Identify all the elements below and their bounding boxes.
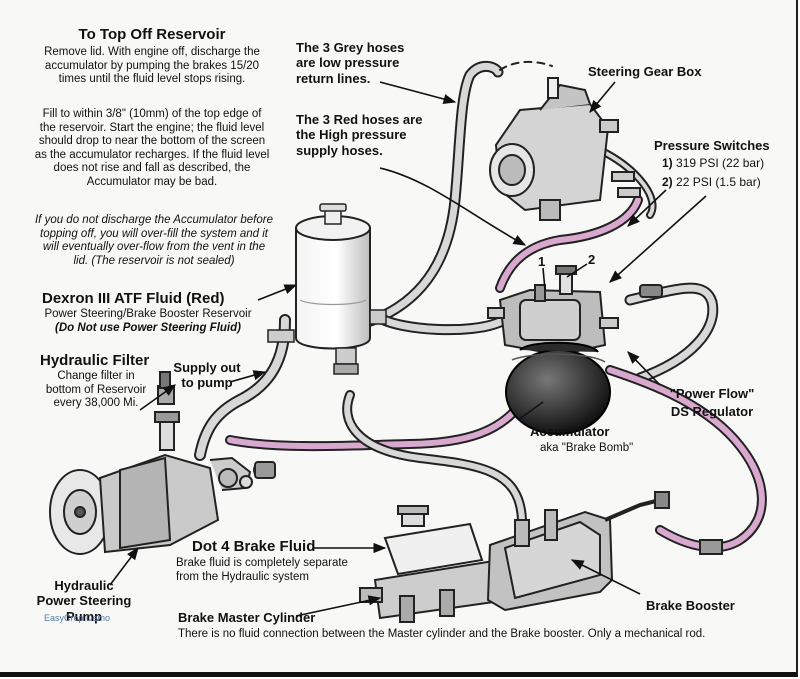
red-hoses-label: The 3 Red hoses are the High pressure su… (296, 112, 423, 158)
ds-regulator-label: DS Regulator (670, 404, 754, 419)
pressure-switch-1: 1) 319 PSI (22 bar) (662, 156, 792, 170)
reservoir-instructions-step2: Fill to within 3/8" (10mm) of the top ed… (34, 108, 270, 188)
red-hose-pump-supply (225, 400, 525, 452)
accumulator-label: Accumulator (530, 424, 610, 439)
hydraulic-pump-label: Hydraulic Power Steering Pump (36, 578, 132, 624)
accumulator-aka-label: aka "Brake Bomb" (540, 442, 634, 454)
callout-leaders (109, 81, 707, 617)
hydraulic-pump-drawing (49, 371, 276, 555)
fluid-type-reservoir-note: Power Steering/Brake Booster Reservoir (44, 308, 252, 320)
brake-fluid-note: Brake fluid is completely separate from … (176, 557, 348, 583)
brake-master-cylinder-label: Brake Master Cylinder (178, 610, 316, 625)
fluid-type-title: Dexron III ATF Fluid (Red) (42, 290, 225, 307)
master-cylinder-note: There is no fluid connection between the… (178, 628, 706, 640)
supply-out-label: Supply out to pump (173, 360, 241, 391)
brake-master-cylinder-drawing (359, 505, 510, 623)
reservoir-warning: If you do not discharge the Accumulator … (34, 214, 274, 267)
hydraulic-filter-note: Change filter in bottom of Reservoir eve… (45, 370, 147, 410)
pressure-switch-2-value: 22 PSI (1.5 bar) (676, 175, 761, 189)
watermark: EasyCrop Demo (44, 613, 111, 623)
steering-gear-box-label: Steering Gear Box (588, 64, 702, 79)
pressure-switch-1-number: 1) (662, 156, 673, 170)
pressure-switches-title: Pressure Switches (654, 138, 770, 153)
switch-marker-2: 2 (588, 252, 596, 267)
accumulator-drawing (505, 341, 611, 435)
brake-booster-label: Brake Booster (646, 598, 735, 613)
hose-lines (194, 60, 767, 553)
power-flow-label: "Power Flow" (669, 386, 755, 401)
pressure-switch-2-number: 2) (662, 175, 673, 189)
brake-booster-drawing (486, 491, 723, 612)
hydraulic-filter-title: Hydraulic Filter (40, 352, 150, 369)
steering-gear-box-drawing (489, 77, 641, 221)
switch-marker-1: 1 (538, 254, 546, 269)
power-flow-regulator-drawing (487, 265, 663, 357)
pressure-switch-2: 2) 22 PSI (1.5 bar) (662, 175, 792, 189)
fluid-type-warning: (Do Not use Power Steering Fluid) (55, 322, 241, 334)
brake-fluid-title: Dot 4 Brake Fluid (192, 538, 316, 555)
pressure-switch-1-value: 319 PSI (22 bar) (676, 156, 765, 170)
grey-hose-gearbox-return (362, 60, 504, 328)
reservoir-instructions-title: To Top Off Reservoir (78, 26, 226, 43)
reservoir-drawing (267, 203, 387, 375)
reservoir-instructions-step1: Remove lid. With engine off, discharge t… (44, 46, 260, 86)
grey-hoses-label: The 3 Grey hoses are low pressure return… (296, 40, 405, 86)
